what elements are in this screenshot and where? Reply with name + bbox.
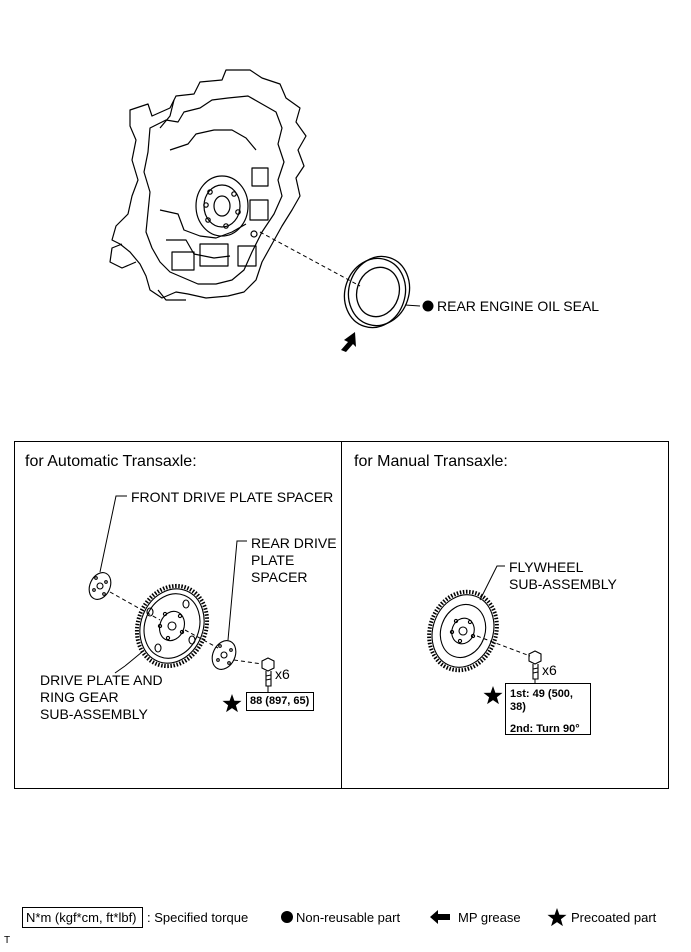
bolt-auto-drawing bbox=[261, 657, 275, 687]
auto-panel-title: for Automatic Transaxle: bbox=[25, 453, 197, 470]
flywheel-drawing bbox=[427, 589, 499, 673]
manual-torque-second: 2nd: Turn 90° bbox=[510, 723, 580, 735]
legend-mp-grease: MP grease bbox=[458, 910, 521, 925]
non-reusable-dot-seal bbox=[422, 300, 434, 312]
rear-drive-plate-spacer-drawing bbox=[211, 640, 237, 670]
flywheel-label: FLYWHEEL SUB-ASSEMBLY bbox=[509, 559, 617, 592]
legend-non-reusable: Non-reusable part bbox=[296, 910, 401, 925]
legend-precoated: Precoated part bbox=[571, 910, 657, 925]
front-spacer-leader bbox=[99, 495, 127, 573]
rear-spacer-label: REAR DRIVE PLATE SPACER bbox=[251, 535, 337, 585]
legend-torque-desc: : Specified torque bbox=[147, 910, 249, 925]
front-drive-plate-spacer-drawing bbox=[88, 572, 112, 600]
precoated-star-auto bbox=[222, 694, 242, 713]
drive-plate-drawing bbox=[134, 583, 210, 669]
oil-seal-leader bbox=[404, 304, 421, 307]
rear-oil-seal-drawing bbox=[343, 255, 411, 329]
flywheel-leader bbox=[479, 565, 505, 601]
auto-torque-value: 88 (897, 65) bbox=[250, 695, 310, 707]
manual-torque-box: 1st: 49 (500, 38) 2nd: Turn 90° bbox=[505, 683, 591, 735]
engine-block-drawing bbox=[109, 69, 307, 301]
legend-torque-unit: N*m (kgf*cm, ft*lbf) bbox=[26, 910, 137, 925]
manual-panel-title: for Manual Transaxle: bbox=[354, 453, 508, 470]
footer-mark: T bbox=[4, 935, 11, 946]
drive-plate-label: DRIVE PLATE AND RING GEAR SUB-ASSEMBLY bbox=[40, 672, 163, 722]
auto-torque-box: 88 (897, 65) bbox=[246, 692, 314, 711]
auto-bolt-qty: x6 bbox=[275, 666, 290, 682]
mp-grease-arrow-top bbox=[341, 332, 356, 352]
legend-star-icon bbox=[547, 908, 567, 927]
manual-bolt-qty: x6 bbox=[542, 662, 557, 678]
rear-spacer-leader bbox=[227, 540, 247, 641]
oil-seal-label: REAR ENGINE OIL SEAL bbox=[437, 298, 600, 314]
bolt-manual-drawing bbox=[528, 650, 542, 680]
legend-arrow-icon bbox=[430, 910, 450, 924]
precoated-star-manual bbox=[483, 686, 503, 705]
install-guide-line bbox=[259, 231, 361, 287]
front-spacer-label: FRONT DRIVE PLATE SPACER bbox=[131, 489, 334, 505]
drive-plate-leader bbox=[114, 665, 126, 674]
legend-torque-box: N*m (kgf*cm, ft*lbf) bbox=[22, 907, 143, 928]
legend-dot-icon bbox=[281, 911, 293, 923]
manual-torque-first: 1st: 49 (500, 38) bbox=[510, 688, 573, 713]
